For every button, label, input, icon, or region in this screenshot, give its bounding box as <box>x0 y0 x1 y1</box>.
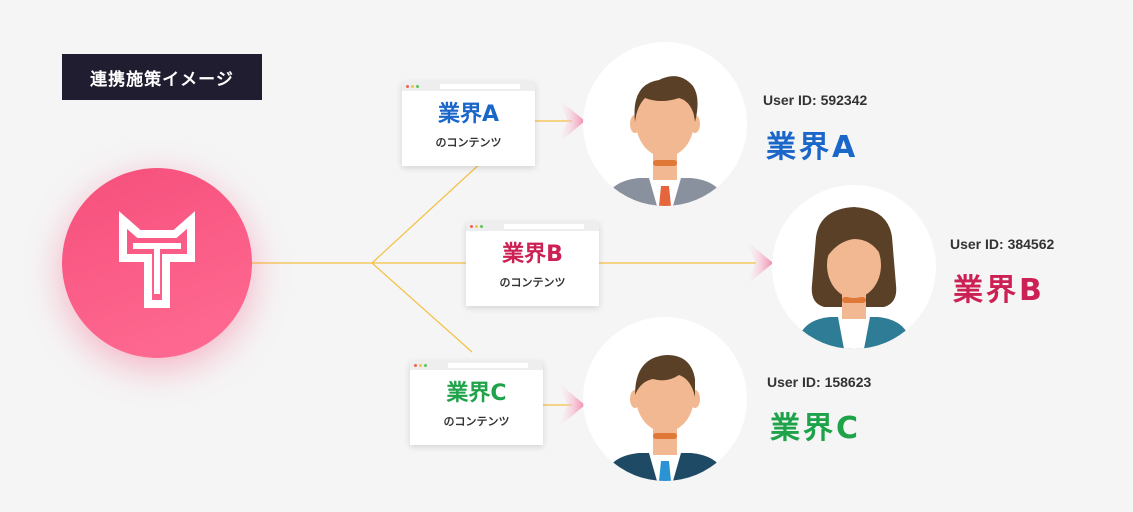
content-card-b: 業界B のコンテンツ <box>466 222 599 306</box>
close-dot-icon <box>414 364 417 367</box>
content-industry-label: 業界A <box>437 102 500 127</box>
address-bar <box>448 363 528 368</box>
user-avatar-b <box>772 185 936 349</box>
user-id-label-c: User ID: 158623 <box>767 374 872 390</box>
user-avatar-c <box>583 317 747 481</box>
browser-chrome <box>466 222 599 231</box>
arrow-icon-a <box>555 96 585 146</box>
user-id-label-b: User ID: 384562 <box>950 236 1055 252</box>
maximize-dot-icon <box>480 225 483 228</box>
content-card-c: 業界C のコンテンツ <box>410 361 543 445</box>
content-card-a: 業界A のコンテンツ <box>402 82 535 166</box>
logo-circle <box>62 168 252 358</box>
maximize-dot-icon <box>424 364 427 367</box>
T-cat-logo-icon <box>119 211 195 308</box>
address-bar <box>440 84 520 89</box>
content-industry-label: 業界C <box>446 381 507 406</box>
user-avatar-a <box>583 42 747 206</box>
user-industry-label-c: 業界C <box>770 411 862 446</box>
browser-chrome <box>410 361 543 370</box>
maximize-dot-icon <box>416 85 419 88</box>
close-dot-icon <box>406 85 409 88</box>
address-bar <box>504 224 584 229</box>
content-subtitle: のコンテンツ <box>435 136 502 149</box>
page-title: 連携施策イメージ <box>62 54 262 100</box>
minimize-dot-icon <box>419 364 422 367</box>
connector-branch-a <box>371 159 485 264</box>
content-industry-label: 業界B <box>502 242 563 267</box>
connector-branch-c <box>371 262 473 353</box>
user-industry-label-b: 業界B <box>953 273 1045 308</box>
browser-chrome <box>402 82 535 91</box>
close-dot-icon <box>470 225 473 228</box>
arrow-icon-c <box>555 380 585 430</box>
minimize-dot-icon <box>475 225 478 228</box>
businesswoman-teal-jacket-icon <box>800 207 908 349</box>
arrow-icon-b <box>743 238 773 288</box>
user-industry-label-a: 業界A <box>766 130 859 165</box>
user-id-label-a: User ID: 592342 <box>763 92 868 108</box>
minimize-dot-icon <box>411 85 414 88</box>
businessman-gray-suit-icon <box>611 76 719 206</box>
businessman-navy-suit-icon <box>611 355 719 481</box>
content-subtitle: のコンテンツ <box>499 276 566 289</box>
content-subtitle: のコンテンツ <box>443 415 510 428</box>
